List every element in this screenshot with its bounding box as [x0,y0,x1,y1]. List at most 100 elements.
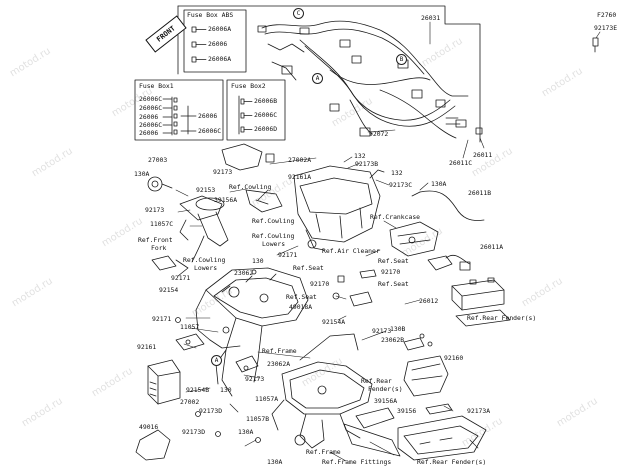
fuse-box-abs-frame [183,9,247,73]
fuse-part: 26006C [139,121,163,129]
part-label: 26011 [473,151,493,159]
part-label: 92173E [594,24,618,32]
part-label: 92160 [444,354,464,362]
part-label: 92161 [137,343,157,351]
part-label: Ref.Frame [306,448,341,456]
part-label: 23062A [267,360,291,368]
part-label: 92173D [182,428,206,436]
part-label: 39156 [397,407,417,415]
part-label: Ref.Cowling [252,217,295,225]
fuse-box2-title: Fuse Box2 [231,82,266,90]
seat-fasteners [332,269,377,307]
part-label: 23062 [234,269,254,277]
part-label: Ref.Crankcase [370,213,421,221]
part-label: 26011B [468,189,492,197]
part-label: 92154A [322,318,346,326]
fuse-part: 26006A [208,55,232,63]
screws [175,269,433,443]
part-label: 92173C [389,181,413,189]
part-label: 11057B [246,415,270,423]
harness-frame-outline [177,5,481,143]
part-label: Ref.Seat [286,293,317,301]
part-label: 49018A [289,303,313,311]
part-label: 26012 [419,297,439,305]
part-label: 92173D [199,407,223,415]
part-label: Ref.Frame Fittings [322,458,392,466]
fuse-part: 26006C [139,104,163,112]
rear-subframe [271,333,373,449]
part-label: 130A [238,428,254,436]
fuse-abs-items [191,26,207,63]
front-fork-assembly [151,195,229,277]
part-label: 130A [134,170,150,178]
part-label: 92171 [152,315,172,323]
regulator-27002 [147,359,181,405]
part-label: Ref.Rear [361,377,392,385]
part-label: 92161A [288,173,312,181]
part-label: 92173A [467,407,491,415]
battery-26012 [451,277,505,311]
part-label: 92153 [196,186,216,194]
part-label: 92171 [278,251,298,259]
part-label: 39156A [374,397,398,405]
fuse-box2-items [238,95,253,135]
part-label: 92173 [145,206,165,214]
cover-49016 [135,429,171,461]
part-label: Lowers [262,240,286,248]
callout-c: C [293,8,304,19]
crankcase-part [389,221,439,257]
part-label: 92173B [355,160,379,168]
part-label: Ref.Air Cleaner [322,247,380,255]
part-label: 49016 [139,423,159,431]
bracket-23062b [403,337,425,351]
part-label: F2760 [597,11,617,19]
part-label: 39156A [214,196,238,204]
rear-fender-parts [343,355,487,461]
part-label: Ref.Seat [378,280,409,288]
leader-lines [175,21,601,462]
part-label: 132 [391,169,403,177]
part-label: 92173 [372,327,392,335]
fuse-part: 26006B [254,97,278,105]
part-label: 130A [267,458,283,466]
callout-a: A [312,73,323,84]
part-label: 26011A [480,243,504,251]
part-label: 92170 [310,280,330,288]
bracket-92161 [175,333,205,351]
part-label: 11057 [180,323,200,331]
part-label: 130 [220,386,232,394]
callout-b: B [396,54,407,65]
fuse-part: 26006C [254,111,278,119]
fuse-box2-frame [226,79,286,141]
part-label: Ref.Seat [378,257,409,265]
fuse-part: 26006 [139,113,159,121]
fuse-part: 26006C [198,127,222,135]
part-label: Ref.Rear Fender(s) [467,314,537,322]
cowling-bracket [245,189,283,213]
part-label: 130A [431,180,447,188]
part-label: 11057A [255,395,279,403]
part-label: Ref.Cowling [229,183,272,191]
battery-cable [411,190,485,221]
part-label: 130 [252,257,264,265]
part-label: 27003 [148,156,168,164]
part-label: Ref.Frame [262,347,297,355]
part-label: Lowers [194,264,218,272]
part-label: Ref.Cowling [183,256,226,264]
fuse-part: 26006A [208,25,232,33]
f2760-connector [592,37,599,53]
fuse-part: 26006 [139,129,159,137]
part-label: 92154B [186,386,210,394]
part-label: Fender(s) [368,385,403,393]
fuse-box1-title: Fuse Box1 [139,82,174,90]
callout-a: A [211,355,222,366]
fuse-part: 26006 [198,112,218,120]
part-label: 92171 [171,274,191,282]
part-label: Ref.Rear Fender(s) [417,458,487,466]
fuse-box1-frame [134,79,224,141]
bracket-27002a [221,143,275,171]
part-label: 92173 [213,168,233,176]
part-label: 11057C [150,220,174,228]
